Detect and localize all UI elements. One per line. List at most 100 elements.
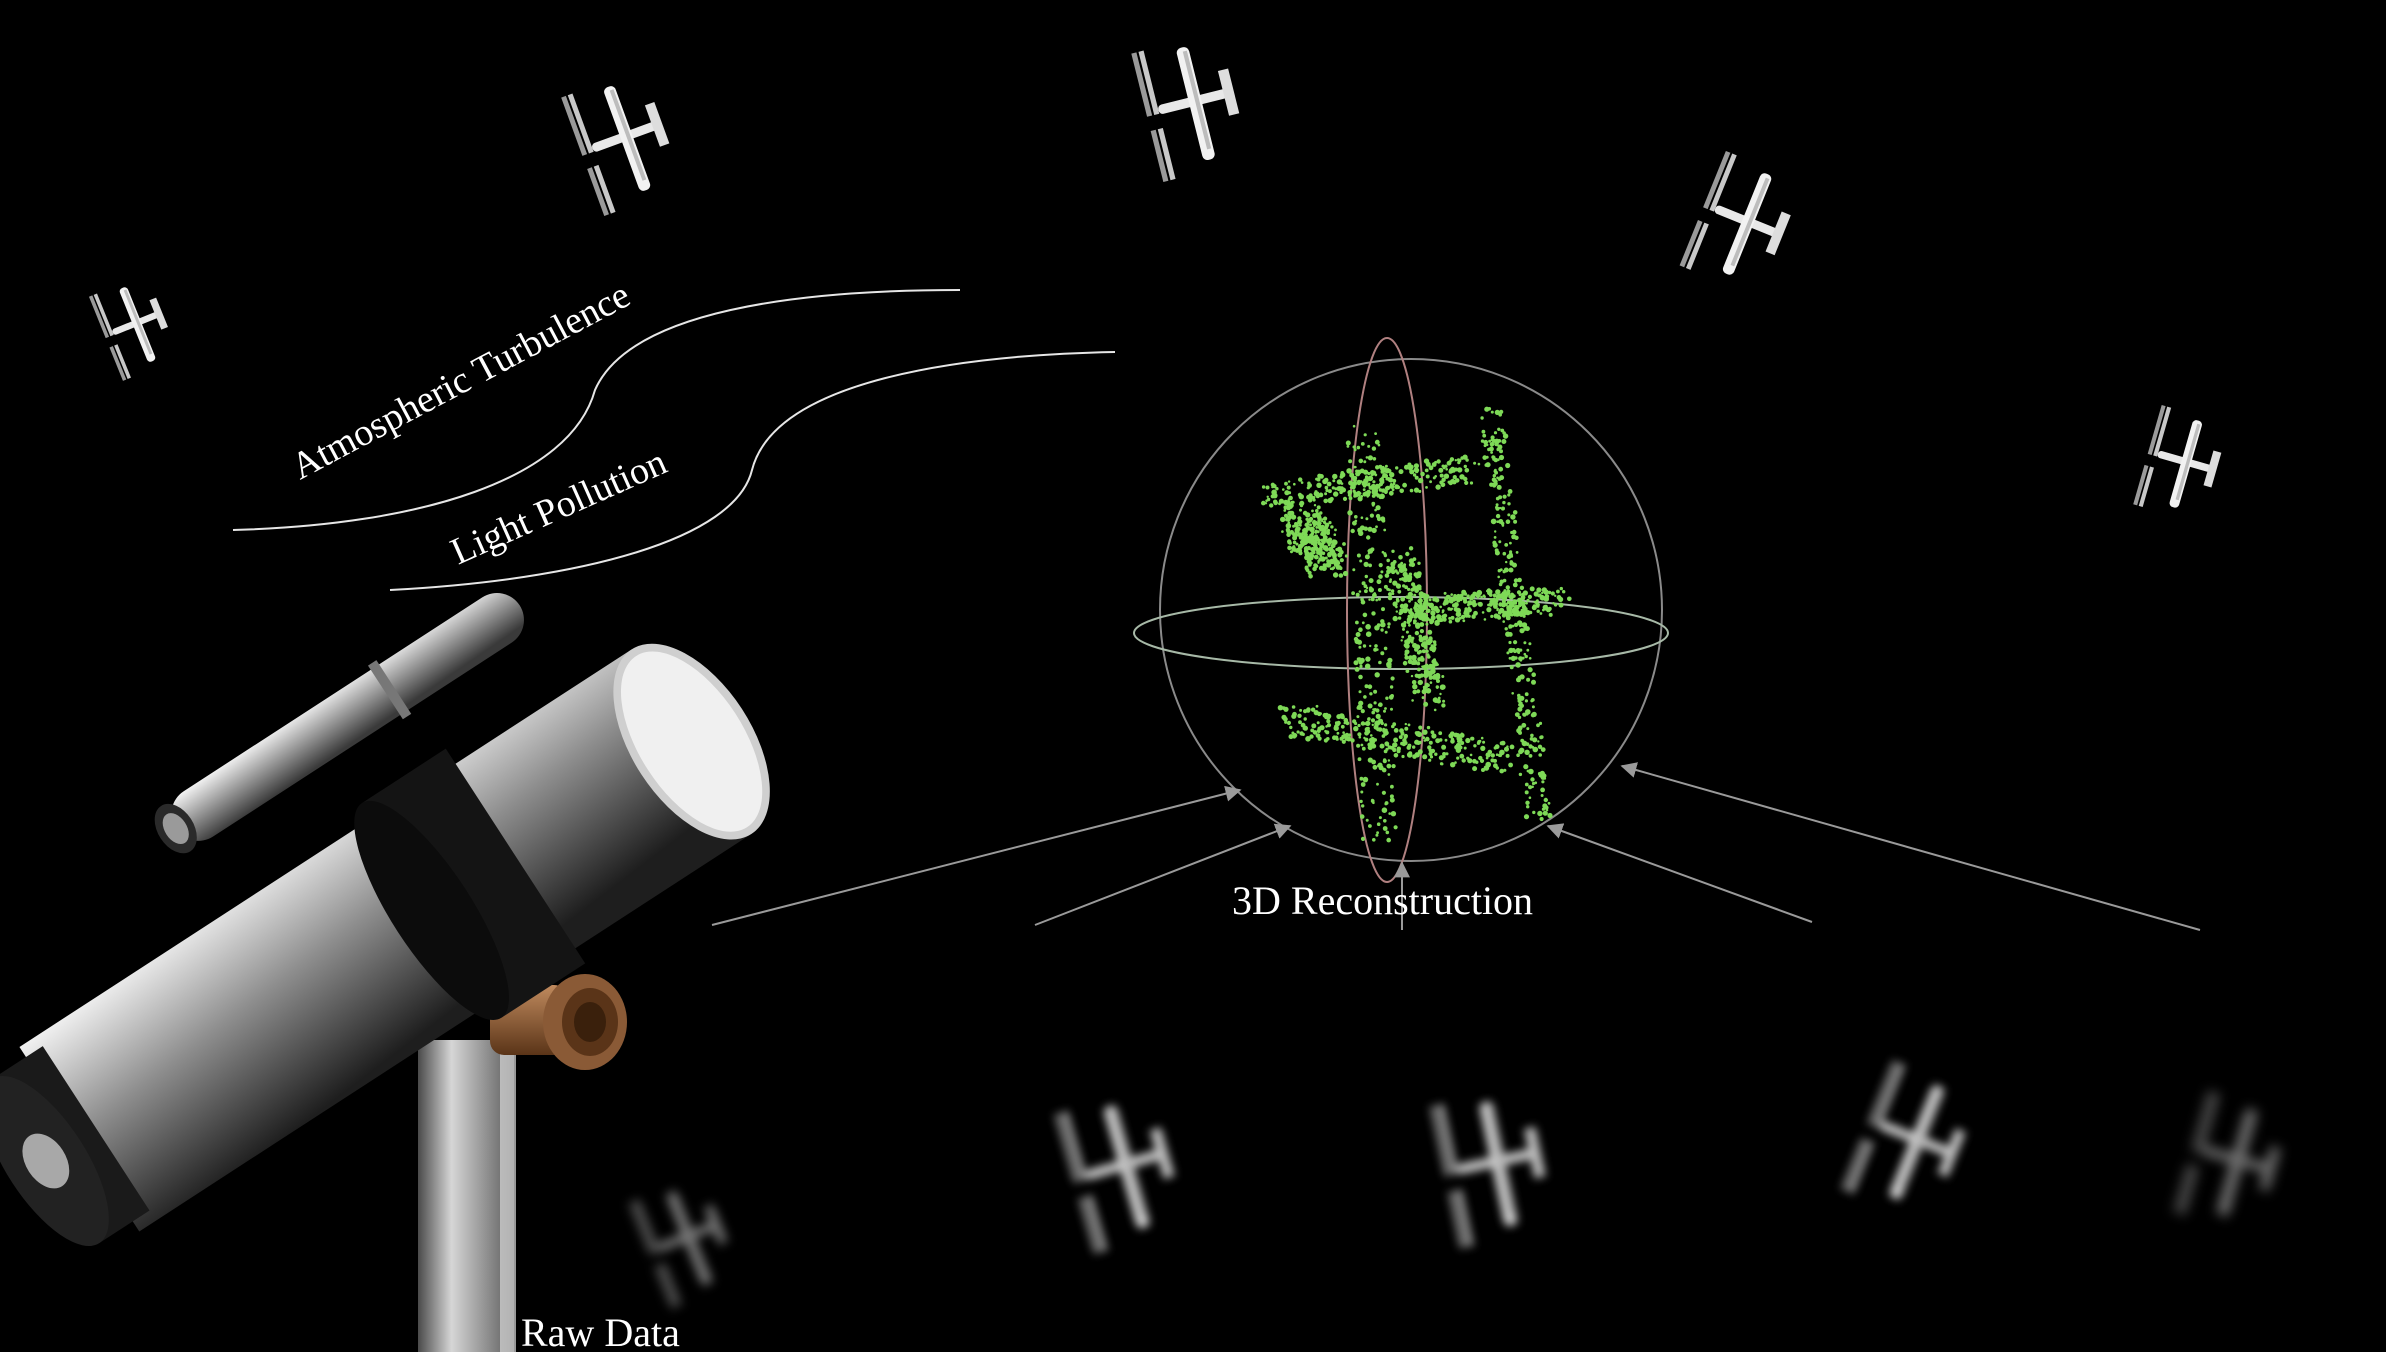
cloud-point bbox=[1384, 707, 1387, 710]
cloud-point bbox=[1393, 737, 1399, 743]
cloud-point bbox=[1526, 805, 1530, 809]
cloud-point bbox=[1535, 602, 1540, 607]
cloud-point bbox=[1288, 541, 1292, 545]
cloud-point bbox=[1370, 734, 1373, 737]
cloud-point bbox=[1425, 688, 1432, 694]
cloud-point bbox=[1289, 725, 1293, 730]
cloud-point bbox=[1303, 717, 1307, 721]
cloud-point bbox=[1431, 648, 1436, 653]
cloud-point bbox=[1501, 591, 1507, 597]
cloud-point bbox=[1408, 572, 1413, 576]
cloud-point bbox=[1490, 410, 1494, 414]
cloud-point bbox=[1496, 614, 1501, 619]
cloud-point bbox=[1508, 656, 1512, 660]
cloud-point bbox=[1456, 458, 1460, 462]
cloud-point bbox=[1278, 502, 1281, 506]
cloud-point bbox=[1265, 485, 1270, 490]
cloud-point bbox=[1392, 560, 1397, 564]
cloud-point bbox=[1440, 685, 1445, 690]
cloud-point bbox=[1363, 469, 1369, 475]
cloud-point bbox=[1287, 498, 1291, 501]
cloud-point bbox=[1397, 589, 1402, 594]
cloud-point bbox=[1528, 796, 1532, 799]
cloud-point bbox=[1418, 740, 1422, 745]
cloud-point bbox=[1287, 521, 1291, 524]
cloud-point bbox=[1537, 771, 1542, 776]
cloud-point bbox=[1442, 602, 1447, 606]
cloud-point bbox=[1531, 781, 1536, 786]
cloud-point bbox=[1517, 577, 1522, 583]
cloud-point bbox=[1542, 587, 1547, 592]
cloud-point bbox=[1393, 825, 1398, 830]
cloud-point bbox=[1346, 736, 1352, 742]
cloud-point bbox=[1383, 646, 1388, 651]
cloud-point bbox=[1368, 578, 1374, 584]
cloud-point bbox=[1518, 656, 1523, 661]
raw-observations bbox=[628, 1060, 2291, 1309]
cloud-point bbox=[1521, 622, 1528, 628]
cloud-point bbox=[1384, 728, 1388, 733]
cloud-point bbox=[1326, 528, 1331, 533]
cloud-point bbox=[1417, 661, 1420, 664]
cloud-point bbox=[1319, 522, 1322, 525]
cloud-point bbox=[1376, 623, 1381, 628]
cloud-point bbox=[1371, 446, 1377, 451]
cloud-point bbox=[1387, 622, 1391, 626]
cloud-point bbox=[1342, 731, 1345, 734]
cloud-point bbox=[1317, 736, 1322, 741]
cloud-point bbox=[1352, 424, 1356, 428]
cloud-point bbox=[1286, 532, 1291, 537]
telescope-tube bbox=[0, 643, 770, 1247]
cloud-point bbox=[1470, 593, 1476, 600]
cloud-point bbox=[1373, 485, 1379, 491]
cloud-point bbox=[1353, 726, 1359, 732]
cloud-point bbox=[1442, 699, 1446, 703]
cloud-point bbox=[1445, 468, 1448, 471]
cloud-point bbox=[1510, 595, 1513, 598]
cloud-point bbox=[1439, 605, 1442, 609]
cloud-point bbox=[1431, 666, 1436, 670]
cloud-point bbox=[1313, 563, 1318, 568]
cloud-point bbox=[1298, 477, 1303, 482]
cloud-point bbox=[1400, 596, 1406, 602]
cloud-point bbox=[1371, 501, 1376, 506]
cloud-point bbox=[1438, 731, 1443, 736]
cloud-point bbox=[1426, 640, 1432, 646]
cloud-point bbox=[1371, 710, 1375, 715]
cloud-point bbox=[1467, 607, 1472, 613]
cloud-point bbox=[1372, 764, 1378, 770]
cloud-point bbox=[1404, 726, 1409, 731]
cloud-point bbox=[1345, 721, 1350, 726]
cloud-point bbox=[1373, 647, 1378, 652]
cloud-point bbox=[1290, 500, 1294, 504]
cloud-point bbox=[1532, 810, 1536, 815]
cloud-point bbox=[1273, 500, 1278, 506]
cloud-point bbox=[1302, 727, 1306, 730]
cloud-point bbox=[1528, 785, 1533, 790]
cloud-point bbox=[1332, 539, 1338, 546]
cloud-point bbox=[1304, 522, 1310, 527]
cloud-point bbox=[1325, 562, 1330, 568]
cloud-point bbox=[1448, 598, 1453, 604]
cloud-point bbox=[1381, 465, 1385, 469]
cloud-point bbox=[1513, 640, 1518, 645]
cloud-point bbox=[1506, 609, 1512, 615]
cloud-point bbox=[1493, 746, 1498, 750]
cloud-point bbox=[1367, 684, 1373, 689]
cloud-point bbox=[1325, 725, 1328, 728]
cloud-point bbox=[1442, 466, 1446, 470]
cloud-point bbox=[1299, 708, 1303, 712]
cloud-point bbox=[1364, 663, 1371, 670]
cloud-point bbox=[1430, 644, 1434, 647]
cloud-point bbox=[1391, 565, 1396, 570]
cloud-point bbox=[1373, 738, 1377, 742]
cloud-point bbox=[1480, 595, 1483, 599]
cloud-point bbox=[1308, 574, 1313, 579]
cloud-point bbox=[1266, 495, 1269, 498]
cloud-point bbox=[1314, 531, 1318, 534]
cloud-point bbox=[1389, 483, 1393, 486]
cloud-point bbox=[1366, 624, 1371, 629]
cloud-point bbox=[1428, 465, 1434, 471]
cloud-point bbox=[1487, 447, 1491, 452]
cloud-point bbox=[1387, 773, 1391, 776]
